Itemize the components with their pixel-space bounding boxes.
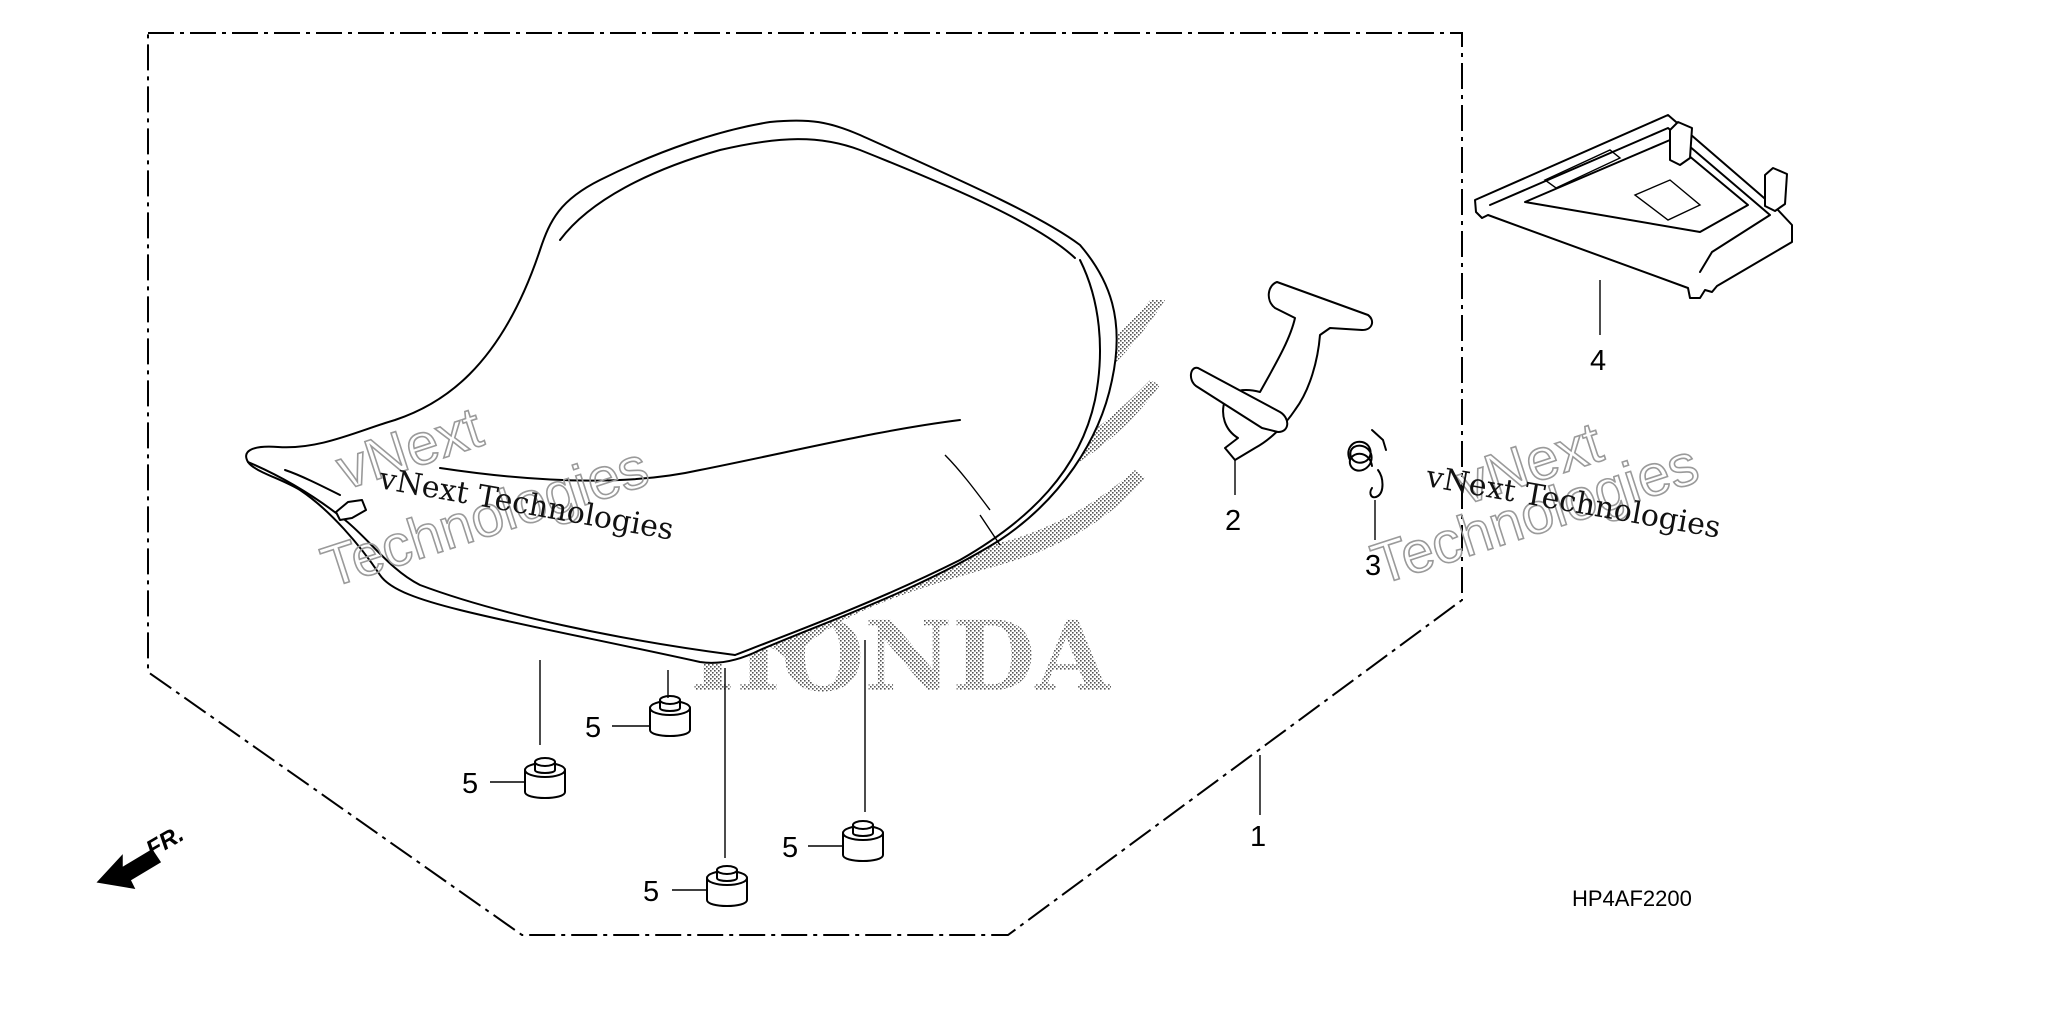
grommet-part-d	[706, 865, 748, 907]
leader-lines	[490, 280, 1601, 891]
latch-hook-part	[1190, 281, 1374, 461]
callout-4: 4	[1590, 345, 1606, 377]
seat-part	[245, 119, 1118, 664]
assembly-boundary	[147, 32, 1463, 936]
callout-5-b: 5	[585, 712, 601, 744]
watermark-right: vNext Technologies vNext Technologies	[1363, 409, 1723, 598]
callout-1: 1	[1250, 821, 1266, 853]
callout-5-a: 5	[462, 768, 478, 800]
tray-part	[1474, 114, 1793, 299]
callout-5-c: 5	[643, 876, 659, 908]
spring-part	[1347, 429, 1387, 499]
diagram-code: HP4AF2200	[1572, 886, 1692, 911]
front-arrow: FR.	[96, 820, 188, 889]
grommet-part-a	[649, 695, 691, 737]
grommet-part-b	[524, 757, 566, 799]
callout-3: 3	[1365, 550, 1381, 582]
callout-2: 2	[1225, 505, 1241, 537]
callout-5-d: 5	[782, 832, 798, 864]
grommet-part-c	[842, 820, 884, 862]
